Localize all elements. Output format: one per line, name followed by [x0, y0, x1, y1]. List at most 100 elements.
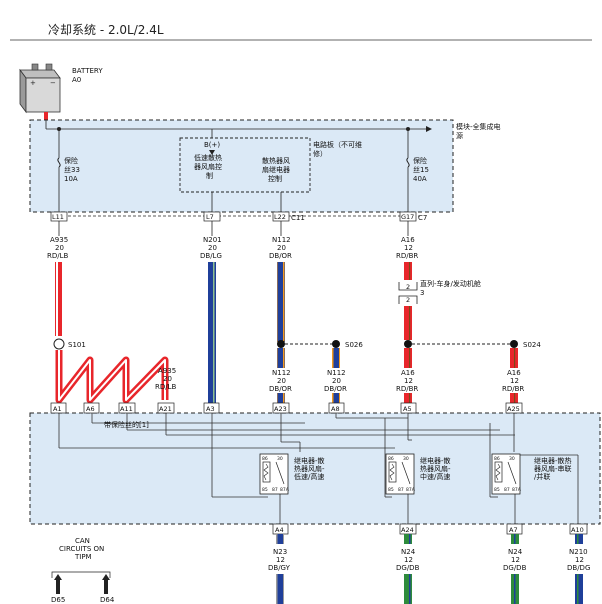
top-module-title-1: 模块-全集成电 [456, 122, 501, 131]
w12-gauge: 12 [511, 556, 520, 564]
splice-s026 [332, 340, 340, 348]
fuse-right-line1: 保险 [413, 156, 427, 165]
battery-name: BATTERY [72, 67, 103, 75]
fuse-right-line2: 丝15 [413, 165, 429, 174]
relay-low-pin-87a: 87A [280, 487, 290, 493]
board-label-2: 修） [313, 149, 327, 158]
pin-a3-label: A3 [206, 405, 215, 413]
w12-color: DG/DB [503, 564, 527, 572]
ctrl-low-3: 制 [206, 171, 213, 180]
pin-a4-label: A4 [275, 526, 284, 534]
splice-s024 [510, 340, 518, 348]
wire-n112-low-a [277, 393, 285, 403]
pin-a8 [328, 402, 345, 414]
wire-a16-low-a [404, 348, 412, 368]
w3-color: DB/OR [269, 252, 292, 260]
pin-g17-label: G17 [401, 213, 414, 221]
w1-color: RD/LB [47, 252, 69, 260]
splice-s101-label: S101 [68, 341, 86, 349]
ctrl-low-2: 器风扇控 [194, 162, 222, 171]
w2-circuit: N201 [203, 236, 222, 244]
pin-a21-label: A21 [159, 405, 172, 413]
pin-l7-label: L7 [206, 213, 214, 221]
wire-a16-mid [404, 306, 412, 340]
w13-gauge: 12 [575, 556, 584, 564]
relay-mid-pin-86: 86 [388, 456, 394, 462]
pin-a5-label: A5 [403, 405, 412, 413]
pin-a24-label: A24 [401, 526, 414, 534]
fuse-left-icon [57, 157, 61, 168]
splice-n112-node [277, 340, 285, 348]
battery-icon: + − [19, 63, 61, 114]
wire-n210 [575, 574, 583, 604]
relay-mid-pin-30: 30 [403, 456, 409, 462]
wire-a16-top [404, 262, 412, 280]
bus-arrow-icon [426, 126, 432, 132]
w6-circuit: N112 [272, 369, 291, 377]
w8-gauge: 12 [404, 377, 413, 385]
w3-circuit: N112 [272, 236, 291, 244]
pin-a1 [50, 402, 67, 414]
fuse-left-line1: 保险 [64, 156, 78, 165]
fuse-left-line3: 10A [64, 175, 78, 183]
can-arrow-left-icon [54, 574, 62, 594]
wire-n23 [276, 574, 284, 604]
relay-low-pin-87: 87 [272, 487, 278, 493]
relay-ser-pin-30: 30 [509, 456, 515, 462]
w13-color: DB/DG [567, 564, 590, 572]
w8-circuit: A16 [401, 369, 415, 377]
pin-a5 [400, 402, 417, 414]
svg-text:+: + [30, 79, 36, 87]
relay-mid-1: 继电器-散 [420, 456, 451, 465]
pin-a8-label: A8 [331, 405, 340, 413]
w11-color: DG/DB [396, 564, 420, 572]
fuse-right-icon [406, 157, 410, 168]
inline-pin-top: 2 [406, 283, 410, 291]
relay-ser-2: 器风扇-串联 [534, 464, 572, 473]
w5-circuit: A935 [158, 367, 176, 375]
connector-c11: C11 [291, 214, 305, 222]
wire-n112-low-b [332, 393, 340, 403]
w5-color: RD/LB [155, 383, 177, 391]
wire-n112-top [277, 262, 285, 342]
relay-ser-pin-87a: 87A [512, 487, 522, 493]
w9-circuit: A16 [507, 369, 521, 377]
wire-n24a-stub [404, 534, 412, 544]
pin-a1-label: A1 [53, 405, 62, 413]
w10-circuit: N23 [273, 548, 287, 556]
relay-ser-pin-86: 86 [494, 456, 500, 462]
inline-text-2: 3 [420, 289, 424, 297]
w11-gauge: 12 [404, 556, 413, 564]
relay-mid-icon [385, 453, 415, 495]
w1-gauge: 20 [55, 244, 64, 252]
battery-cable [44, 112, 48, 120]
battery-id: A0 [72, 76, 81, 84]
relay-low-2: 热器风扇- [294, 464, 325, 473]
splice-s024-label: S024 [523, 341, 541, 349]
splice-s026-label: S026 [345, 341, 363, 349]
wire-a16-low-b [510, 348, 518, 368]
internal-circuit [58, 413, 579, 524]
wire-a935-zigzag [55, 350, 169, 404]
w2-gauge: 20 [208, 244, 217, 252]
w7-color: DB/OR [324, 385, 347, 393]
inline-pin-bottom: 2 [406, 296, 410, 304]
ctrl-low-1: 低速散热 [194, 153, 222, 162]
wire-n24a [404, 574, 412, 604]
wire-n23-stub [276, 534, 284, 544]
relay-low-pin-30: 30 [277, 456, 283, 462]
pin-a11-label: A11 [120, 405, 133, 413]
w2-color: DB/LG [200, 252, 222, 260]
w1-circuit: A935 [50, 236, 68, 244]
can-ref-d65: D65 [51, 596, 65, 604]
wire-n112-mid-b [332, 348, 340, 368]
ctrl-relay-3: 控制 [268, 174, 282, 183]
b-plus-arrow-icon [209, 150, 215, 155]
w6-color: DB/OR [269, 385, 292, 393]
w3-gauge: 20 [277, 244, 286, 252]
pin-a10-label: A10 [571, 526, 584, 534]
wire-n112-mid-a [277, 348, 285, 368]
relay-ser-1: 继电器-散热 [534, 456, 572, 465]
relay-mid-2: 热器风扇- [420, 464, 451, 473]
